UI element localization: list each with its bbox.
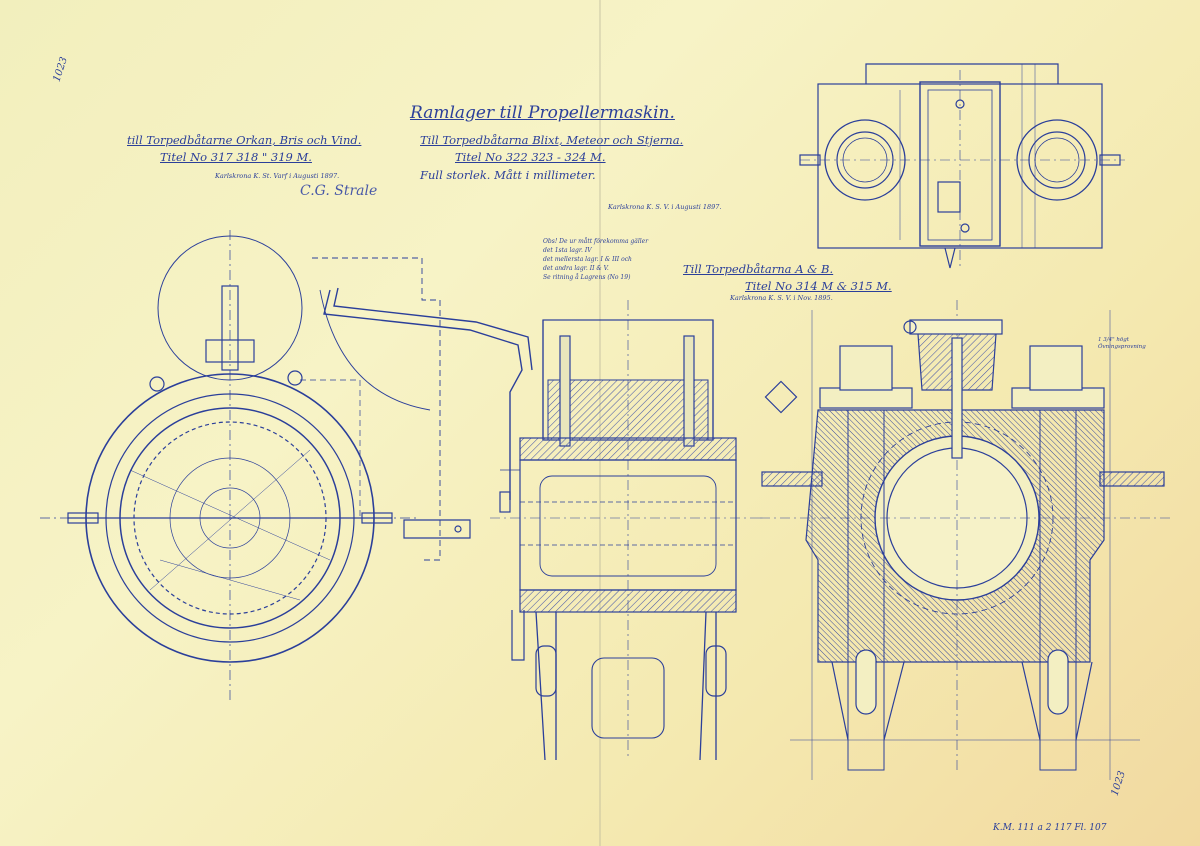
side-section-view (490, 300, 760, 761)
drawing-title: Ramlager till Propellermaskin. (410, 103, 675, 123)
ab-boats-line: Till Torpedbåtarna A & B. (683, 262, 834, 276)
right-title-numbers: Titel No 322 323 - 324 M. (455, 150, 606, 164)
plan-view (799, 63, 1125, 270)
cross-section-view (760, 300, 1170, 780)
left-title-numbers: Titel No 317 318 " 319 M. (160, 150, 312, 164)
ab-place-date: Karlskrona K. S. V. i Nov. 1895. (730, 294, 833, 302)
right-place-date: Karlskrona K. S. V. i Augusti 1897. (608, 203, 722, 211)
left-boats-line: till Torpedbåtarne Orkan, Bris och Vind. (127, 133, 362, 147)
obs-note: Obs! De ur mått förekomma gäller det 1st… (543, 238, 649, 281)
left-place-date: Karlskrona K. St. Varf i Augusti 1897. (215, 172, 340, 180)
end-view (40, 230, 533, 700)
archive-stamp: K.M. 111 a 2 117 Fl. 107 (993, 823, 1107, 833)
right-boats-line: Till Torpedbåtarna Blixt, Meteor och Stj… (420, 133, 684, 147)
signature: C.G. Strale (300, 183, 378, 199)
scale-note: Full storlek. Mått i millimeter. (420, 168, 596, 182)
ab-title-numbers: Titel No 314 M & 315 M. (745, 279, 892, 293)
side-annotation: 1 3/4" högt Övningsprovning (1098, 337, 1146, 350)
